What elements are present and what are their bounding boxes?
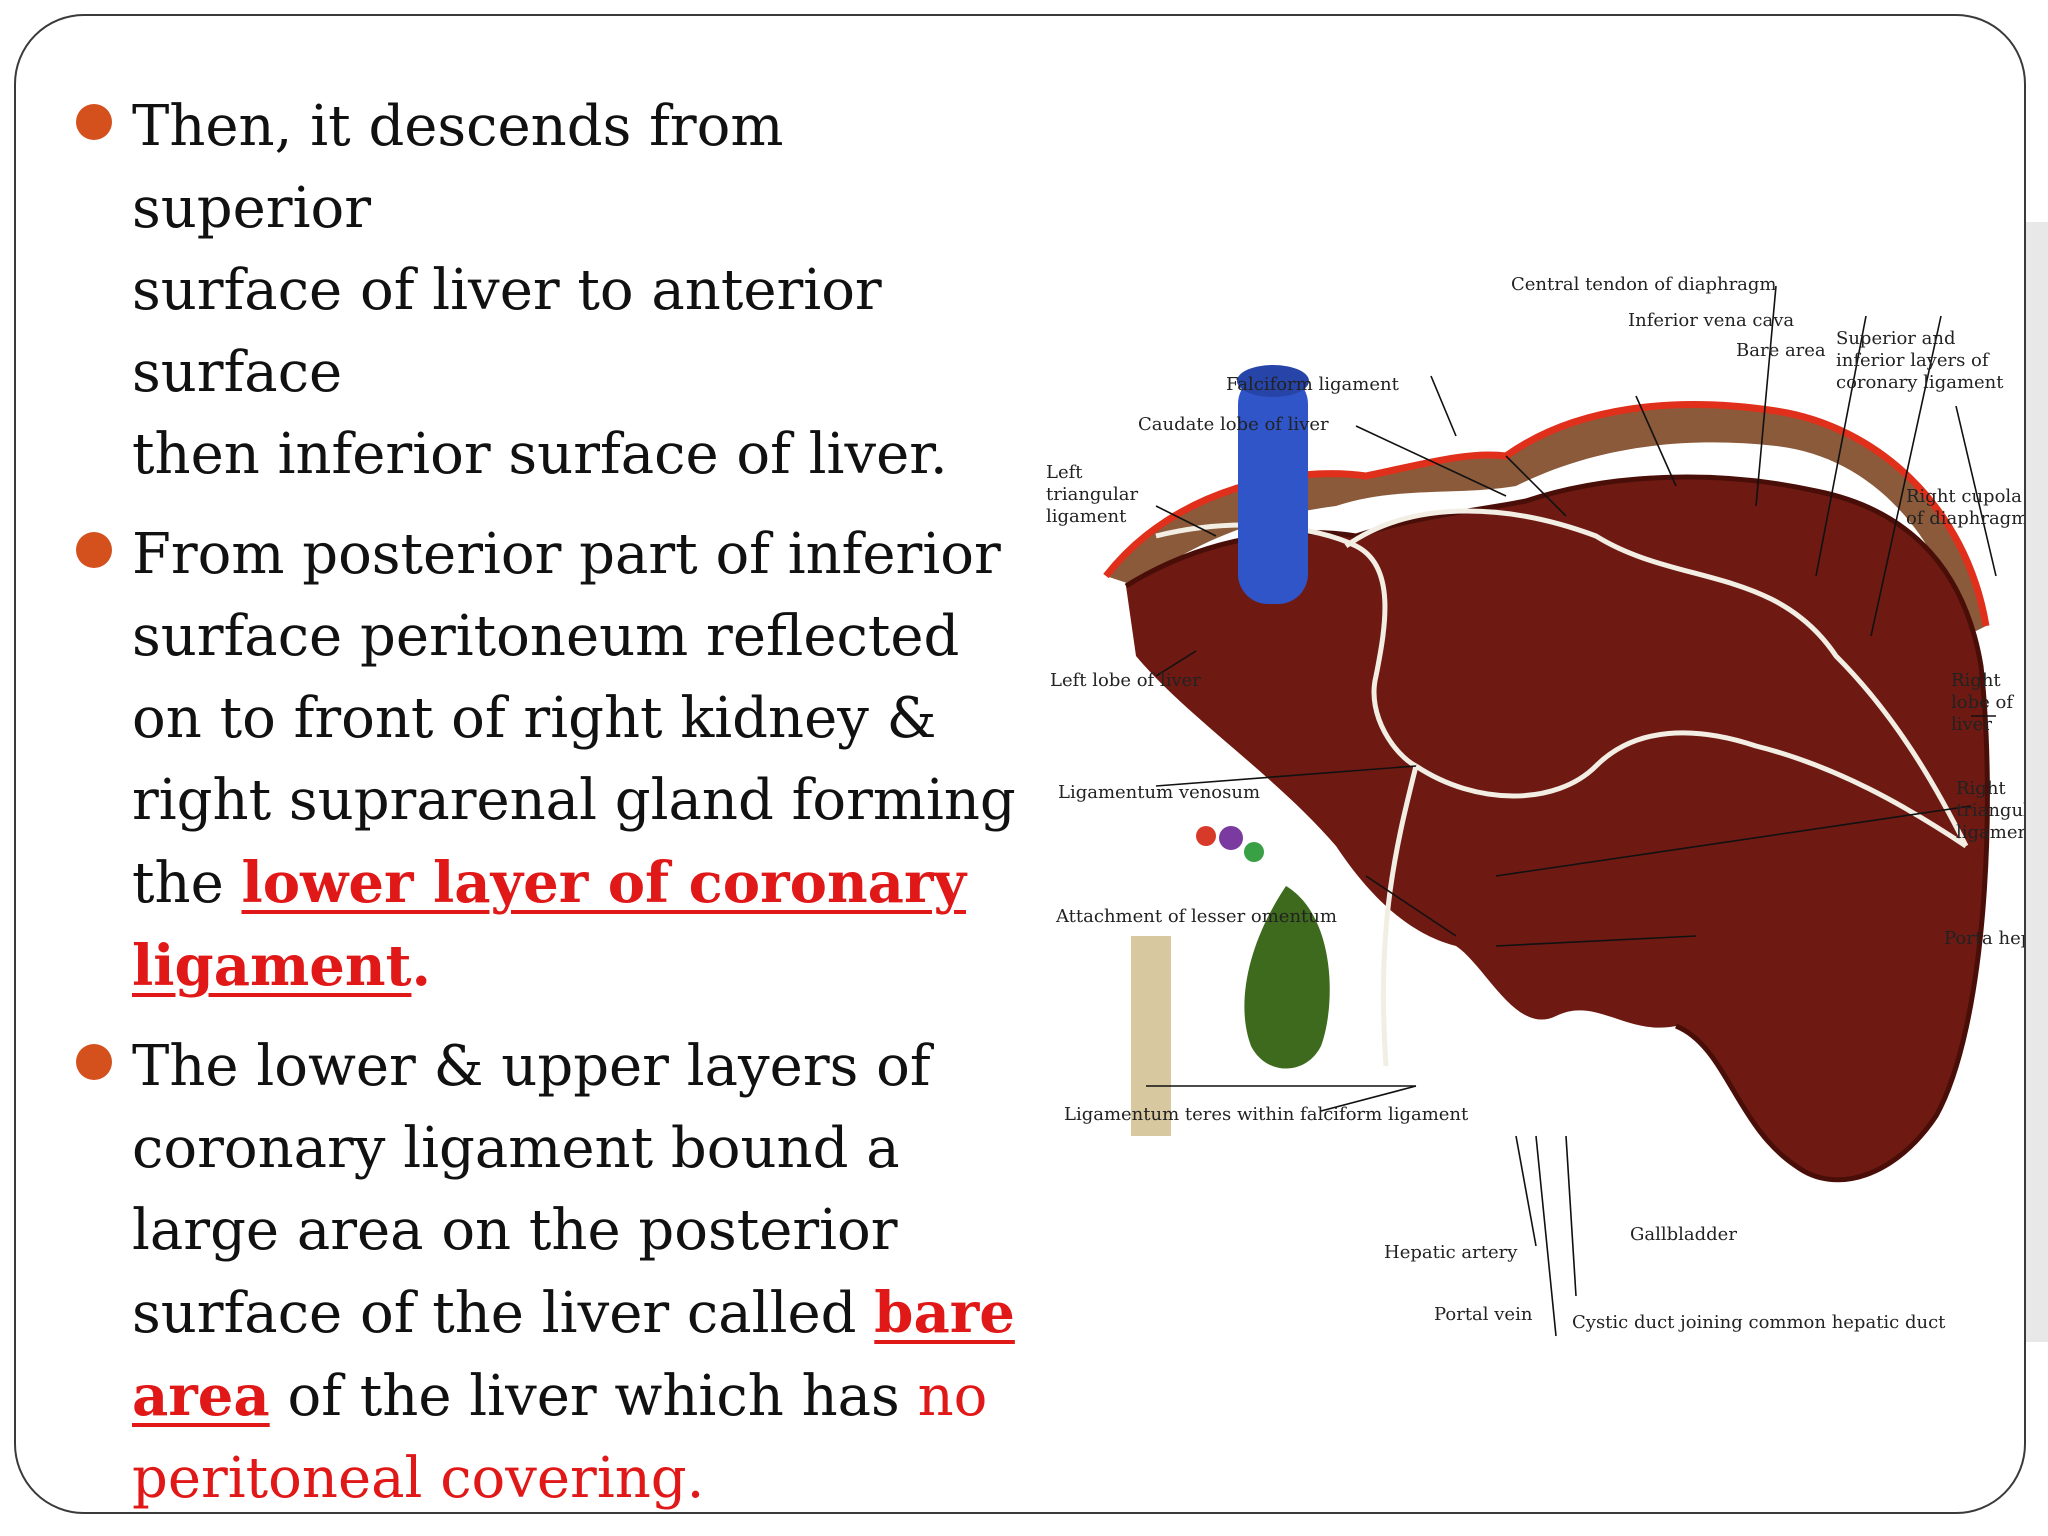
label-falciform: Falciform ligament — [1226, 374, 1399, 395]
ligamentum-teres-strip — [1131, 936, 1171, 1136]
bullet-3-body: The lower & upper layers of coronary lig… — [132, 1034, 931, 1346]
slide-frame: Then, it descends from superior surface … — [14, 14, 2026, 1514]
liver-body — [1126, 477, 1988, 1180]
ivc-opening — [1237, 365, 1309, 397]
label-right-cupola: Right cupola of diaphragm — [1906, 486, 2026, 529]
label-lesser-omentum: Attachment of lesser omentum — [1056, 906, 1337, 927]
label-sup-inf-layers: Superior and inferior layers of coronary… — [1836, 328, 2004, 393]
label-porta-hepatis: Porta hepatis — [1944, 928, 2024, 949]
label-right-triangular: Right triangular ligament — [1956, 778, 2024, 843]
ivc-vessel — [1238, 374, 1308, 604]
label-left-lobe: Left lobe of liver — [1050, 670, 1201, 691]
liver-illustration — [1103, 285, 1997, 1337]
bullet-3-text: The lower & upper layers of coronary lig… — [132, 1026, 1036, 1512]
coronary-lower-line — [1414, 730, 1968, 849]
label-ivc: Inferior vena cava — [1628, 310, 1795, 331]
bullet-2-text: From posterior part of inferior surface … — [132, 514, 1036, 1008]
leader-lines — [1146, 285, 1997, 1337]
bullet-3: The lower & upper layers of coronary lig… — [76, 1026, 1036, 1512]
label-right-lobe: Right lobe of liver — [1951, 670, 2013, 735]
label-central-tendon: Central tendon of diaphragm — [1511, 274, 1777, 295]
hepatic-artery-mark — [1196, 826, 1216, 846]
portal-vein-mark — [1219, 826, 1243, 850]
liver-outline — [1124, 474, 1990, 1183]
coronary-upper-line — [1344, 508, 1969, 848]
liver-diagram: Central tendon of diaphragm Inferior ven… — [1036, 246, 2026, 1376]
bullet-1-text: Then, it descends from superior surface … — [132, 86, 1036, 496]
bullet-2-period: . — [411, 933, 431, 999]
bullet-1-line-1: Then, it descends from superior — [132, 94, 784, 241]
label-hepatic-artery: Hepatic artery — [1384, 1242, 1518, 1263]
bullet-2: From posterior part of inferior surface … — [76, 514, 1036, 1008]
label-left-triangular: Left triangular ligament — [1046, 462, 1139, 527]
bullet-2-body: From posterior part of inferior surface … — [132, 522, 1016, 916]
label-bare-area: Bare area — [1736, 340, 1826, 361]
bullet-list: Then, it descends from superior surface … — [76, 86, 1036, 1512]
bullet-3-mid: of the liver which has — [269, 1364, 918, 1429]
label-caudate: Caudate lobe of liver — [1138, 414, 1329, 435]
no-covering-text: no peritoneal covering. — [132, 1364, 988, 1511]
ligamentum-venosum-line — [1380, 765, 1419, 1067]
label-lig-teres: Ligamentum teres within falciform ligame… — [1064, 1104, 1469, 1125]
diaphragm-band — [1106, 404, 1986, 636]
label-portal-vein: Portal vein — [1434, 1304, 1533, 1325]
label-gallbladder: Gallbladder — [1630, 1224, 1737, 1245]
bare-area-highlight: bare area — [132, 1280, 1015, 1429]
lower-layer-highlight: lower layer of coronary ligament — [132, 850, 966, 999]
gallbladder-shape — [1244, 886, 1330, 1069]
bullet-dot-icon — [76, 1044, 112, 1080]
bullet-1-line-3: then inferior surface of liver. — [132, 422, 948, 487]
label-lig-venosum: Ligamentum venosum — [1058, 782, 1261, 803]
page-edge-strip — [2026, 222, 2048, 1342]
bullet-1-line-2: surface of liver to anterior surface — [132, 258, 882, 405]
bullet-dot-icon — [76, 104, 112, 140]
bile-duct-mark — [1244, 842, 1264, 862]
bullet-1: Then, it descends from superior surface … — [76, 86, 1036, 496]
bullet-dot-icon — [76, 532, 112, 568]
label-cystic-duct: Cystic duct joining common hepatic duct — [1572, 1312, 1946, 1333]
